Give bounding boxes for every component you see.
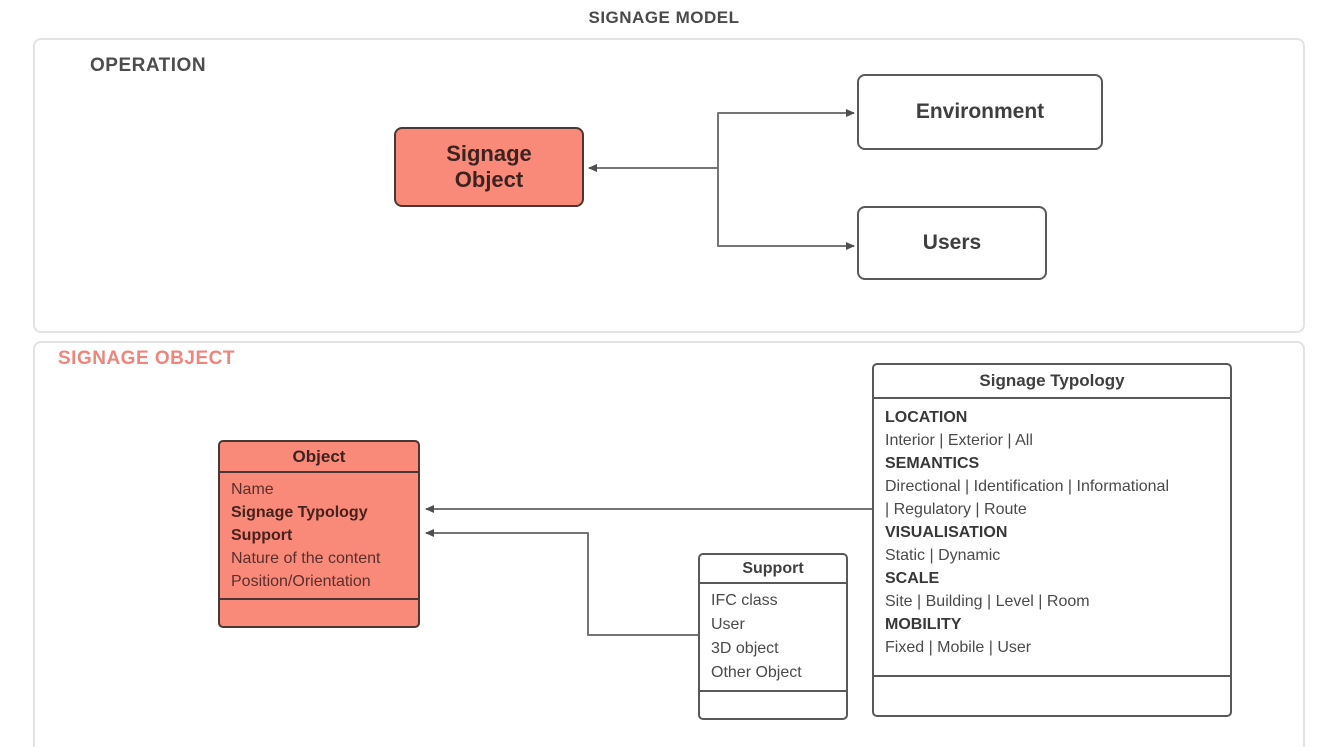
entity-field: Position/Orientation bbox=[231, 573, 371, 590]
signage-typology-entity-title: Signage Typology bbox=[874, 365, 1230, 399]
operation-section-label: OPERATION bbox=[90, 55, 207, 76]
signage-typology-entity-body: LOCATION Interior | Exterior | All SEMAN… bbox=[874, 399, 1230, 675]
entity-field: Site | Building | Level | Room bbox=[885, 593, 1090, 610]
support-entity-title: Support bbox=[700, 555, 846, 584]
entity-field: Fixed | Mobile | User bbox=[885, 639, 1032, 656]
entity-field: Directional | Identification | Informati… bbox=[885, 478, 1170, 495]
entity-field: SEMANTICS bbox=[885, 455, 980, 472]
entity-field: Signage Typology bbox=[231, 504, 368, 521]
entity-field: Nature of the content bbox=[231, 550, 381, 567]
entity-field: Support bbox=[231, 527, 293, 544]
connector-support-to-object bbox=[425, 529, 698, 636]
object-entity[interactable]: Object Name Signage Typology Support Nat… bbox=[218, 440, 420, 628]
entity-field: SCALE bbox=[885, 570, 940, 587]
diagram-title: SIGNAGE MODEL bbox=[588, 8, 740, 27]
entity-field: MOBILITY bbox=[885, 616, 962, 633]
entity-field: 3D object bbox=[711, 640, 779, 657]
entity-field: IFC class bbox=[711, 592, 778, 609]
object-entity-title: Object bbox=[220, 442, 418, 473]
entity-field: VISUALISATION bbox=[885, 524, 1008, 541]
object-entity-footer bbox=[220, 598, 418, 628]
signage-typology-entity[interactable]: Signage Typology LOCATION Interior | Ext… bbox=[872, 363, 1232, 717]
support-entity-body: IFC class User 3D object Other Object bbox=[700, 584, 846, 690]
signage-object-node-line1: Signage bbox=[446, 140, 532, 166]
entity-field: LOCATION bbox=[885, 409, 968, 426]
entity-field: User bbox=[711, 616, 745, 633]
environment-node[interactable]: Environment bbox=[857, 74, 1103, 150]
connector-branch-to-environment bbox=[717, 109, 855, 168]
connector-branch-to-users bbox=[717, 168, 855, 250]
signage-object-node[interactable]: Signage Object bbox=[394, 127, 584, 207]
signage-object-section-label: SIGNAGE OBJECT bbox=[58, 348, 235, 369]
object-entity-body: Name Signage Typology Support Nature of … bbox=[220, 473, 418, 598]
signage-typology-entity-footer bbox=[874, 675, 1230, 715]
support-entity-footer bbox=[700, 690, 846, 721]
entity-field: Static | Dynamic bbox=[885, 547, 1001, 564]
entity-field: | Regulatory | Route bbox=[885, 501, 1027, 518]
signage-object-node-line2: Object bbox=[454, 167, 524, 192]
entity-field: Name bbox=[231, 481, 274, 498]
entity-field: Interior | Exterior | All bbox=[885, 432, 1033, 449]
users-node[interactable]: Users bbox=[857, 206, 1047, 280]
entity-field: Other Object bbox=[711, 664, 802, 681]
support-entity[interactable]: Support IFC class User 3D object Other O… bbox=[698, 553, 848, 720]
